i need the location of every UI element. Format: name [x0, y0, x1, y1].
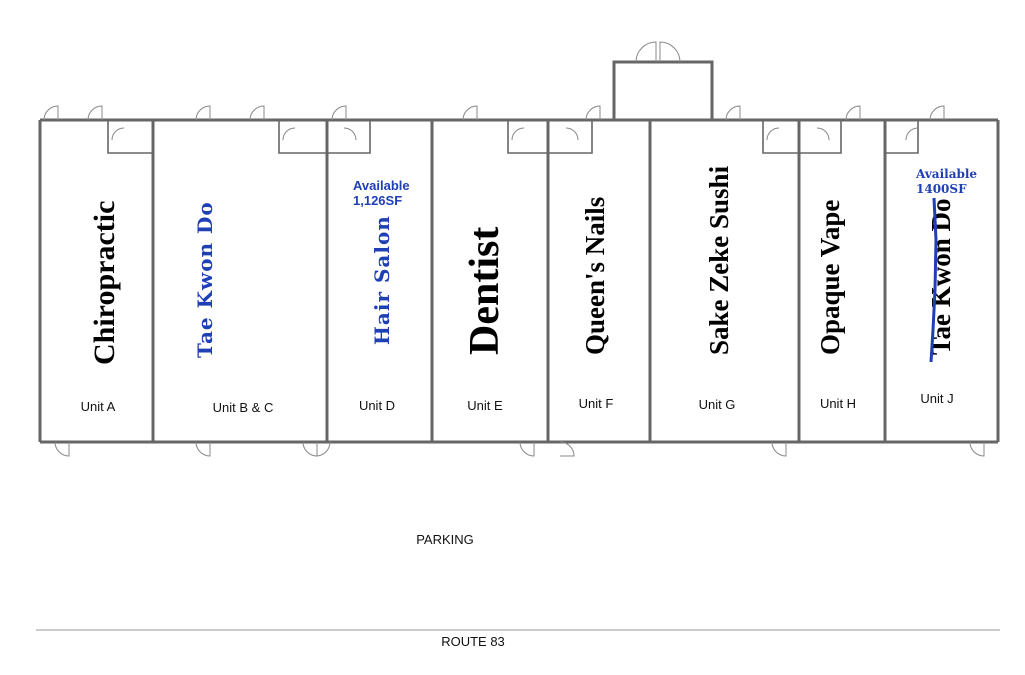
tenant-name-unit-d: Hair Salon	[370, 215, 394, 345]
tenant-name-unit-g: Sake Zeke Sushi	[704, 165, 734, 355]
unit-label-g: Unit G	[699, 397, 736, 412]
front-doors	[54, 441, 985, 457]
rear-doors	[43, 105, 945, 141]
building-outline	[38, 118, 1000, 444]
tenant-name-unit-j: Tae Kwon Do	[926, 198, 956, 355]
tenant-name-unit-h: Opaque Vape	[815, 200, 845, 355]
availability-unit-d-line1: Available	[353, 178, 410, 193]
unit-label-e: Unit E	[467, 398, 503, 413]
tenant-name-unit-e: Dentist	[462, 227, 508, 355]
availability-unit-j-line1: Available	[915, 167, 977, 181]
tenant-strike-line	[929, 197, 938, 363]
tenant-names: Chiropractic Tae Kwon Do Hair Salon Dent…	[88, 165, 956, 365]
unit-label-d: Unit D	[359, 398, 395, 413]
unit-label-f: Unit F	[579, 396, 614, 411]
tenant-name-unit-bc: Tae Kwon Do	[193, 201, 217, 358]
entry-vestibule	[612, 41, 714, 120]
restroom-blocks	[107, 120, 919, 154]
parking-label: PARKING	[416, 532, 474, 547]
road-label: ROUTE 83	[441, 634, 505, 649]
unit-label-bc: Unit B & C	[213, 400, 274, 415]
unit-label-j: Unit J	[920, 391, 953, 406]
unit-label-a: Unit A	[81, 399, 116, 414]
unit-labels: Unit A Unit B & C Unit D Unit E Unit F U…	[81, 391, 954, 415]
tenant-name-unit-a: Chiropractic	[88, 201, 121, 365]
availability-unit-j-line2: 1400SF	[916, 182, 967, 196]
tenant-name-unit-f: Queen's Nails	[580, 197, 610, 355]
availability-unit-d-line2: 1,126SF	[353, 193, 402, 208]
availability-notes: Available 1,126SF Available 1400SF	[353, 167, 977, 208]
unit-label-h: Unit H	[820, 396, 856, 411]
